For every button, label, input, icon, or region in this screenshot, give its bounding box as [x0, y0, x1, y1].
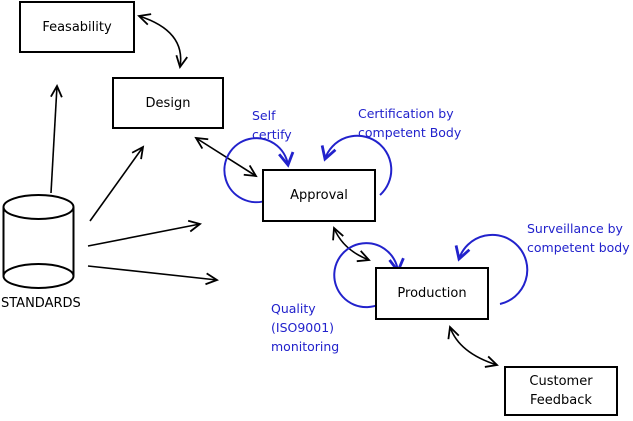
annotation-line: certify	[252, 127, 292, 142]
annotation-line: monitoring	[271, 339, 340, 354]
node-label: Feasability	[42, 19, 112, 35]
arrow-design-approval	[194, 136, 258, 178]
node-label: Production	[397, 286, 467, 301]
surveillance-annotation: Surveillance by competent body	[527, 219, 630, 257]
node-label-line: Customer	[529, 374, 593, 389]
self-certify-annotation: Self certify	[252, 106, 292, 144]
node-customer-feedback: Customer Feedback	[504, 366, 618, 416]
annotation-line: competent Body	[358, 125, 462, 140]
annotation-line: (ISO9001)	[271, 320, 335, 335]
node-design: Design	[112, 77, 224, 129]
node-feasability: Feasability	[19, 1, 135, 53]
annotation-line: competent body	[527, 240, 630, 255]
annotation-line: Certification by	[358, 106, 454, 121]
arrow-standards-to-feasability	[50, 83, 63, 194]
node-label: Design	[145, 95, 191, 111]
arrow-feasability-design	[137, 13, 188, 69]
node-production: Production	[375, 267, 489, 320]
annotation-line: Quality	[271, 301, 316, 316]
arrow-standards-to-approval	[87, 219, 202, 247]
loop-surveillance	[454, 233, 529, 305]
arrow-standards-to-design	[89, 145, 145, 222]
loop-self-certify	[223, 137, 295, 204]
node-approval: Approval	[262, 169, 376, 222]
quality-monitoring-annotation: Quality (ISO9001) monitoring	[271, 299, 339, 356]
certification-annotation: Certification by competent Body	[358, 104, 461, 142]
arrow-standards-to-production	[87, 265, 220, 286]
standards-label: STANDARDS	[1, 296, 81, 311]
arrow-approval-production	[332, 226, 371, 263]
loop-certification	[320, 134, 393, 196]
node-label: Approval	[290, 188, 348, 203]
annotation-line: Surveillance by	[527, 221, 623, 236]
node-label-line: Feedback	[530, 393, 592, 408]
arrow-production-customer-feedback	[447, 325, 499, 368]
database-cylinder-icon	[2, 194, 75, 289]
annotation-line: Self	[252, 108, 276, 123]
loop-quality-monitoring	[333, 242, 405, 309]
